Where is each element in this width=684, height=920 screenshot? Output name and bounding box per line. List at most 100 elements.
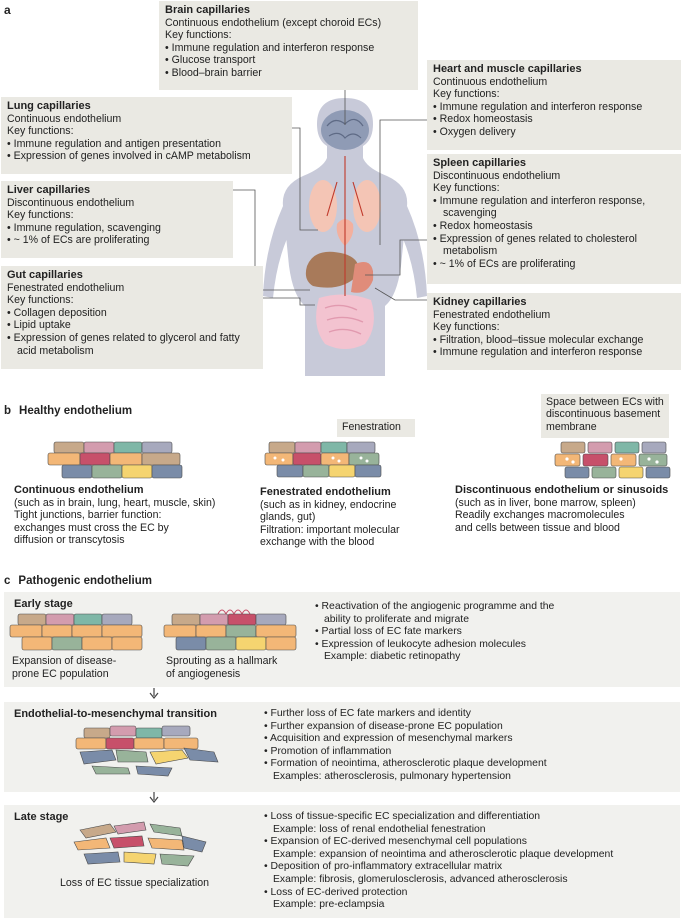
- down-arrow-icon: [149, 792, 159, 803]
- late-bullet: Deposition of pro-inflammatory extracell…: [264, 861, 678, 874]
- late-stage-caption: Loss of EC tissue specialization: [60, 877, 209, 889]
- endmt-bullet: Promotion of inflammation: [264, 746, 564, 759]
- heart-title: Heart and muscle capillaries: [433, 63, 582, 75]
- panel-b-letter: b: [4, 405, 12, 417]
- lung-item: Immune regulation and antigen presentati…: [7, 138, 286, 151]
- lung-item: Expression of genes involved in cAMP met…: [7, 150, 286, 163]
- late-bullet: Expansion of EC-derived mesenchymal cell…: [264, 836, 678, 849]
- early-caption-1: Expansion of disease- prone EC populatio…: [12, 655, 116, 680]
- kidney-kf: Key functions:: [433, 321, 500, 334]
- discontinuous-endothelium-text: Discontinuous endothelium or sinusoids (…: [455, 484, 683, 534]
- gut-kf: Key functions:: [7, 294, 74, 307]
- lung-type: Continuous endothelium: [7, 112, 122, 125]
- discontinuous-line: (such as in liver, bone marrow, spleen): [455, 496, 636, 509]
- endmt-title: Endothelial-to-mesenchymal transition: [14, 708, 217, 720]
- panel-c-letter: c: [4, 575, 11, 587]
- early-caption-2: Sprouting as a hallmark of angiogenesis: [166, 655, 277, 680]
- fenestrated-endothelium-text: Fenestrated endothelium (such as in kidn…: [260, 486, 430, 549]
- fenestrated-line: (such as in kidney, endocrine: [260, 498, 397, 511]
- continuous-line: (such as in brain, lung, heart, muscle, …: [14, 496, 216, 509]
- early-bullet: Reactivation of the angiogenic programme…: [315, 601, 577, 626]
- continuous-line: exchanges must cross the EC by: [14, 521, 169, 534]
- continuous-endothelium-text: Continuous endothelium (such as in brain…: [14, 484, 244, 547]
- late-stage-cells-illustration: [73, 821, 207, 867]
- late-stage-bullets: Loss of tissue-specific EC specializatio…: [264, 811, 678, 912]
- endmt-cells-illustration: [75, 725, 219, 777]
- gut-title: Gut capillaries: [7, 269, 83, 281]
- endmt-bullet: Acquisition and expression of mesenchyma…: [264, 733, 564, 746]
- heart-item: Immune regulation and interferon respons…: [433, 101, 675, 114]
- human-body-illustration: [263, 98, 427, 376]
- discontinuous-line: Readily exchanges macromolecules: [455, 509, 625, 522]
- spleen-title: Spleen capillaries: [433, 157, 526, 169]
- early-caption-2-line: Sprouting as a hallmark: [166, 655, 278, 667]
- liver-type: Discontinuous endothelium: [7, 196, 135, 209]
- heart-capillaries-box: Heart and muscle capillaries Continuous …: [427, 60, 681, 150]
- fenestration-label: Fenestration: [337, 419, 415, 437]
- down-arrow-icon: [149, 688, 159, 699]
- heart-kf: Key functions:: [433, 88, 500, 101]
- brain-title: Brain capillaries: [165, 4, 250, 16]
- stomach-icon: [351, 262, 374, 293]
- continuous-line: diffusion or transcytosis: [14, 534, 125, 547]
- spleen-item: ~ 1% of ECs are proliferating: [433, 258, 675, 271]
- gut-icon: [316, 294, 374, 349]
- early-bullet: Partial loss of EC fate markers: [315, 626, 577, 639]
- kidney-item: Filtration, blood–tissue molecular excha…: [433, 334, 675, 347]
- lung-capillaries-box: Lung capillaries Continuous endothelium …: [1, 97, 292, 174]
- brain-kf: Key functions:: [165, 29, 232, 42]
- liver-item: ~ 1% of ECs are proliferating: [7, 234, 227, 247]
- fenestrated-title: Fenestrated endothelium: [260, 486, 391, 498]
- panel-c-title: Pathogenic endothelium: [18, 575, 152, 587]
- panel-a-letter: a: [4, 3, 11, 17]
- continuous-title: Continuous endothelium: [14, 484, 144, 496]
- late-example: Example: expansion of neointima and athe…: [273, 848, 614, 860]
- sprouting-illustration: [163, 609, 297, 651]
- lung-title: Lung capillaries: [7, 100, 91, 112]
- spleen-item: Expression of genes related to cholester…: [433, 233, 675, 258]
- gut-item: Collagen deposition: [7, 307, 257, 320]
- fenestrated-line: Filtration: important molecular: [260, 523, 400, 536]
- brain-capillaries-box: Brain capillaries Continuous endothelium…: [159, 1, 418, 90]
- early-stage-cells-illustration: [9, 613, 143, 651]
- liver-capillaries-box: Liver capillaries Discontinuous endothel…: [1, 181, 233, 258]
- kidney-item: Immune regulation and interferon respons…: [433, 346, 675, 359]
- spleen-type: Discontinuous endothelium: [433, 169, 561, 182]
- late-bullet: Loss of EC-derived protection: [264, 887, 678, 900]
- fenestrated-line: glands, gut): [260, 511, 316, 524]
- endmt-example: Examples: atherosclerosis, pulmonary hyp…: [273, 770, 511, 782]
- early-caption-1-line: prone EC population: [12, 667, 109, 680]
- spleen-item: Immune regulation and interferon respons…: [433, 195, 675, 220]
- late-example: Example: fibrosis, glomerulosclerosis, a…: [273, 873, 568, 885]
- endmt-bullet: Further loss of EC fate markers and iden…: [264, 708, 564, 721]
- lung-kf: Key functions:: [7, 125, 74, 138]
- endmt-bullet: Further expansion of disease-prone EC po…: [264, 721, 564, 734]
- continuous-endothelium-illustration: [47, 441, 183, 479]
- fenestrated-endothelium-illustration: [264, 441, 382, 478]
- kidney-title: Kidney capillaries: [433, 296, 527, 308]
- endmt-bullet: Formation of neointima, atherosclerotic …: [264, 758, 564, 771]
- panel-c-heading: c Pathogenic endothelium: [4, 575, 152, 587]
- brain-item: Blood–brain barrier: [165, 67, 412, 80]
- early-stage-title: Early stage: [14, 598, 73, 610]
- liver-kf: Key functions:: [7, 209, 74, 222]
- early-bullet: Expression of leukocyte adhesion molecul…: [315, 639, 577, 652]
- late-stage-title: Late stage: [14, 811, 69, 823]
- early-stage-bullets: Reactivation of the angiogenic programme…: [315, 601, 577, 664]
- liver-title: Liver capillaries: [7, 184, 91, 196]
- heart-item: Oxygen delivery: [433, 126, 675, 139]
- liver-item: Immune regulation, scavenging: [7, 222, 227, 235]
- discontinuous-endothelium-illustration: [554, 441, 671, 479]
- fenestrated-line: exchange with the blood: [260, 536, 375, 549]
- discontinuous-title: Discontinuous endothelium or sinusoids: [455, 484, 669, 496]
- kidney-capillaries-box: Kidney capillaries Fenestrated endotheli…: [427, 293, 681, 370]
- early-example: Example: diabetic retinopathy: [324, 651, 461, 663]
- brain-type: Continuous endothelium (except choroid E…: [165, 16, 382, 29]
- lung-icon: [309, 180, 337, 232]
- late-bullet: Loss of tissue-specific EC specializatio…: [264, 811, 678, 824]
- spleen-capillaries-box: Spleen capillaries Discontinuous endothe…: [427, 154, 681, 284]
- brain-item: Glucose transport: [165, 54, 412, 67]
- continuous-line: Tight junctions, barrier function:: [14, 509, 162, 522]
- gut-capillaries-box: Gut capillaries Fenestrated endothelium …: [1, 266, 263, 369]
